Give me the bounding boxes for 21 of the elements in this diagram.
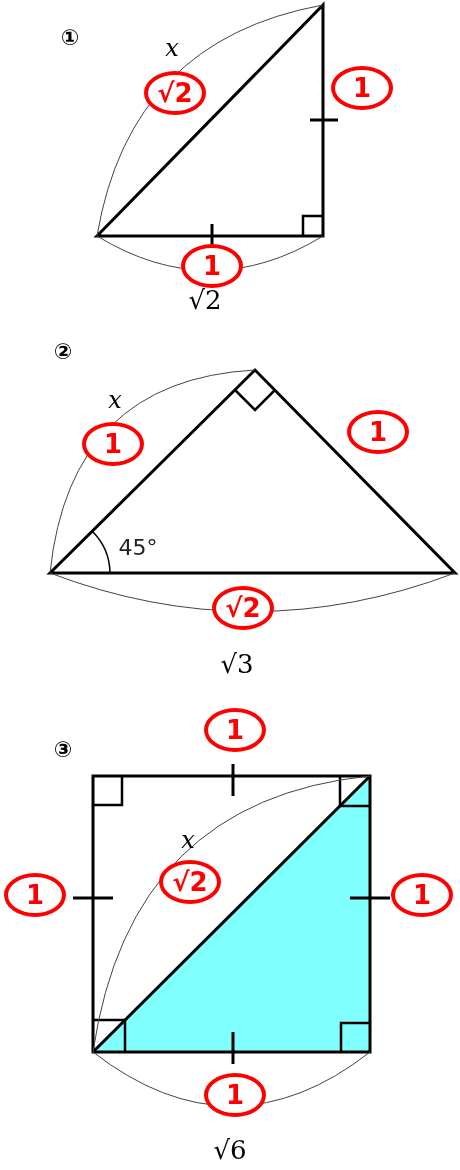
side-ratio-label: 1	[181, 244, 243, 288]
side-length-label: √6	[213, 1137, 247, 1163]
side-length-label: √2	[188, 287, 222, 313]
side-ratio-label: 1	[347, 410, 409, 454]
figure-number: ②	[53, 341, 73, 363]
variable-label: x	[181, 828, 195, 852]
side-ratio-label: 1	[204, 1073, 266, 1117]
side-ratio-label: √2	[144, 71, 206, 115]
side-length-label: √3	[220, 651, 254, 677]
side-ratio-label: 1	[4, 873, 66, 917]
angle-label: 45°	[118, 537, 158, 559]
side-ratio-label: 1	[204, 708, 266, 752]
side-ratio-label: 1	[82, 422, 144, 466]
side-ratio-label: 1	[331, 66, 393, 110]
side-ratio-label: √2	[159, 860, 221, 904]
side-ratio-label: √2	[212, 586, 274, 630]
figure-number: ③	[53, 739, 73, 761]
variable-label: x	[165, 36, 179, 60]
figure-number: ①	[60, 27, 80, 49]
variable-label: x	[108, 388, 122, 412]
side-ratio-label: 1	[391, 873, 453, 917]
